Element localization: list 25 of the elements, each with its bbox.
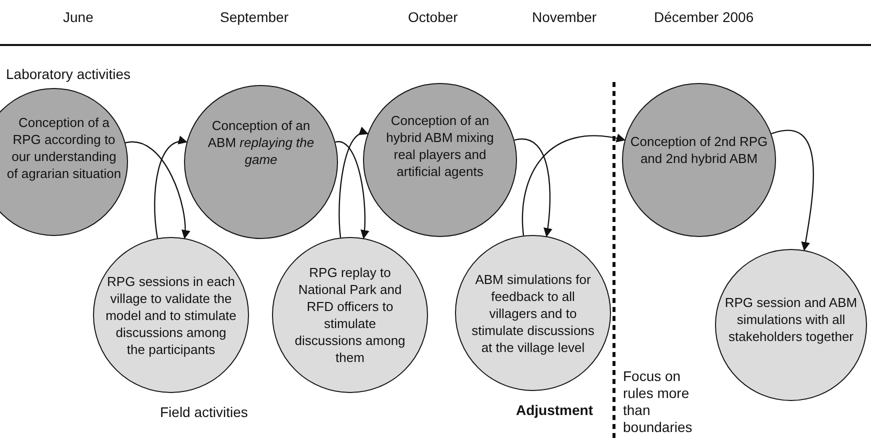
lab-activity-circle [184,85,338,239]
node-text: Conception of a RPG according to our understanding of agrarian situation [6,114,122,182]
arrow [771,130,814,252]
section-label: Field activities [160,404,248,421]
phase-label: Adjustment [516,402,593,419]
node-text: Conception of an hybrid ABM mixing real players and artificial agents [385,112,495,180]
arrow [154,136,188,238]
node-text: Conception of 2nd RPG and 2nd hybrid ABM [629,133,769,167]
month-label: October [408,9,458,26]
arrow [125,141,190,240]
node-text: RPG session and ABM simulations with all stakeholders together [724,294,858,344]
note-text: Focus on rules more than boundaries [623,368,694,436]
section-label: Laboratory activities [6,66,131,83]
arrow [335,141,369,240]
month-label: September [220,9,288,26]
arrow [338,128,369,238]
arrow [522,134,626,236]
node-text: RPG replay to National Park and RFD officers to stimulate discussions among them [294,264,406,366]
month-label: November [532,9,597,26]
node-text: RPG sessions in each village to validate the model and to stimulate discussions among the participants [105,272,237,358]
arrow [514,138,552,238]
node-text: Conception of an ABM replaying the game [206,116,316,168]
month-label: June [63,9,94,26]
node-text: ABM simulations for feedback to all villagers and to stimulate discussions at the village level [470,270,596,356]
month-label: Décember 2006 [654,9,754,26]
